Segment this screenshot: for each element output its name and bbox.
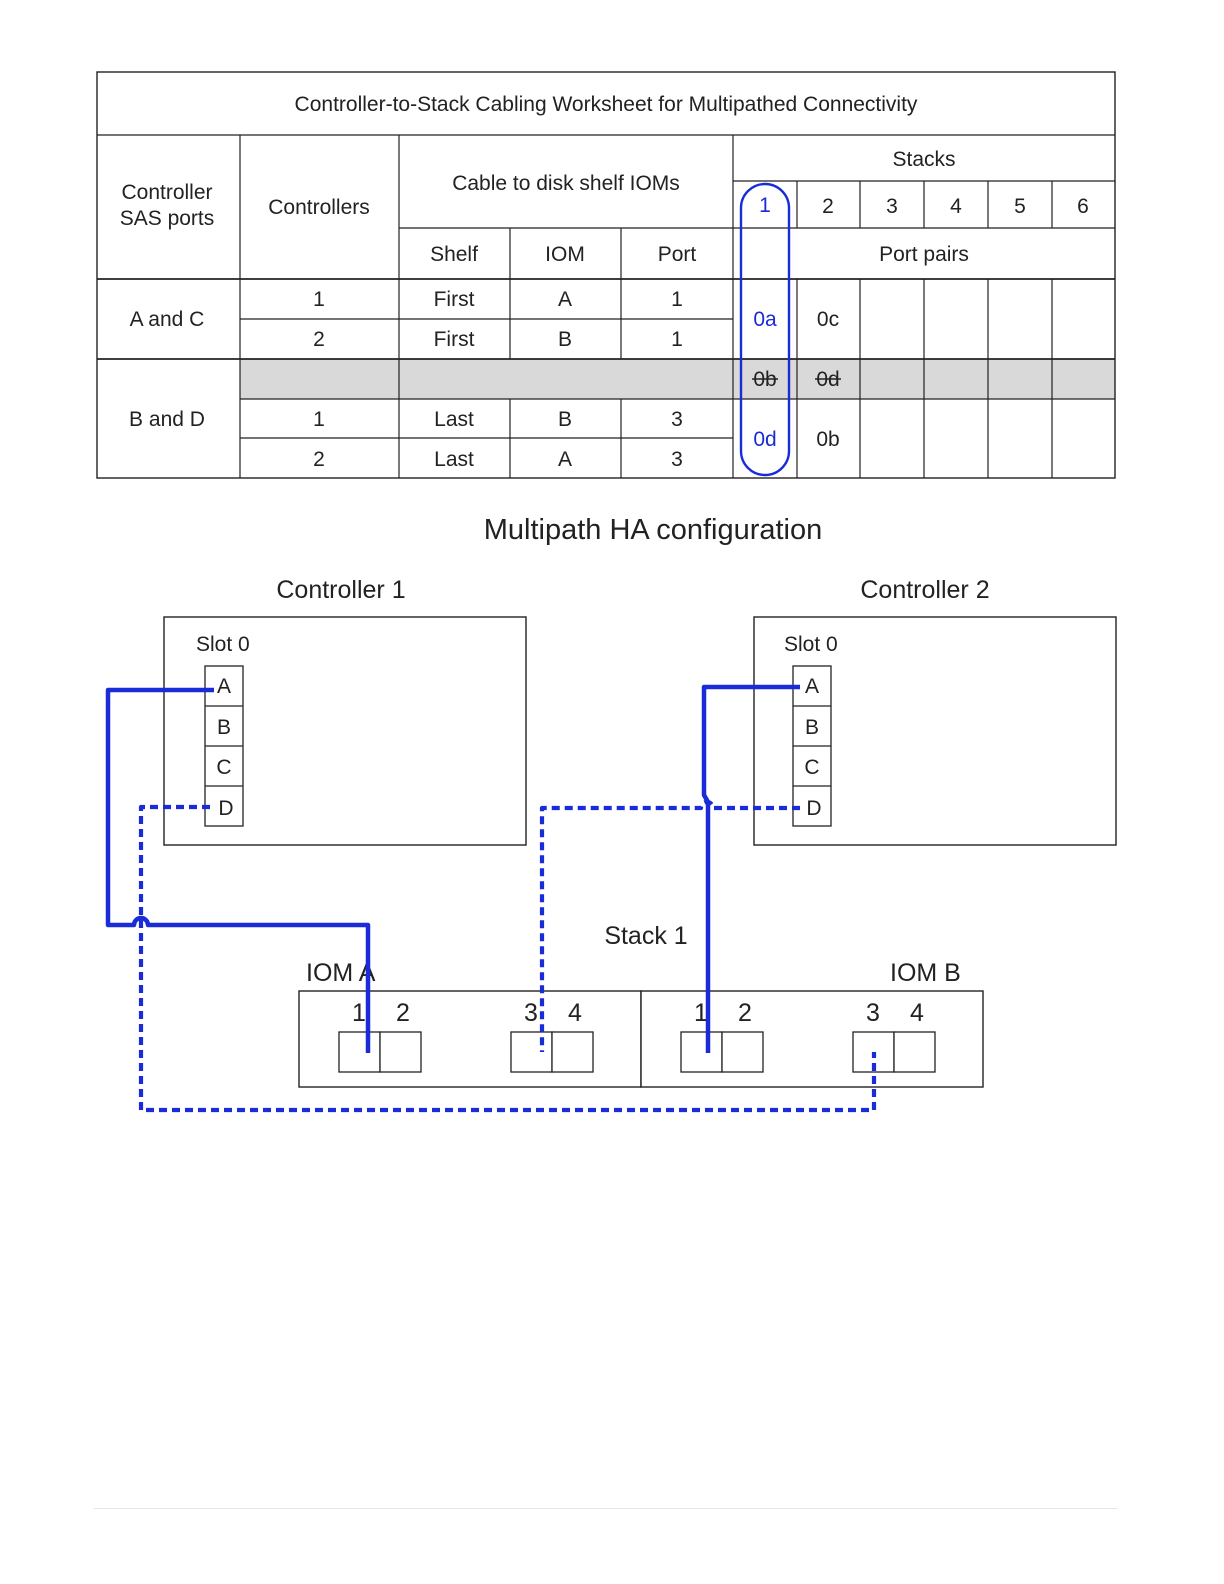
table-cell-iom: A [558,288,572,311]
sas-ports-header-line1: Controller [121,181,212,204]
port-pair-0c: 0c [817,308,839,331]
controller-2-port-d: D [806,797,821,820]
controller-2-port-a: A [805,675,819,698]
table-cell-iom: B [558,328,572,351]
table-cell-shelf: Last [434,408,474,431]
controller-1-box [163,616,527,846]
cable-ctrl2-d-to-ioma-3 [539,799,800,1052]
table-cell-port: 3 [671,448,683,471]
port-pair-0d: 0d [753,428,776,451]
cables [105,684,877,1113]
stack-number-3: 3 [886,195,898,218]
controller-1-port-c: C [216,756,231,779]
table-cell-iom: A [558,448,572,471]
controller-1-port-column [204,665,244,827]
iom-a-label: IOM A [306,959,376,987]
table-cell-shelf: First [434,288,475,311]
iom-a-port-1-label: 1 [352,999,366,1027]
controller-2-port-b: B [805,716,819,739]
shelf-header: Shelf [430,243,478,266]
cable-to-header: Cable to disk shelf IOMs [452,172,680,195]
controller-1-port-b: B [217,716,231,739]
port-pair-0a: 0a [753,308,777,331]
table-cell-port: 1 [671,328,683,351]
sas-ports-b-and-d: B and D [129,408,205,431]
table-cell-shelf: First [434,328,475,351]
iom-b-port-3-label: 3 [866,999,880,1027]
page-footer-rule [94,1508,1118,1509]
controller-2-port-c: C [804,756,819,779]
iom-header: IOM [545,243,585,266]
controller-2-label: Controller 2 [860,576,989,604]
table-cell-controller: 2 [313,448,325,471]
table-cell-controller: 1 [313,408,325,431]
iom-a-port-4-label: 4 [568,999,582,1027]
stack-label: Stack 1 [604,922,687,950]
controller-1-slot-label: Slot 0 [196,633,250,656]
stack-number-6: 6 [1077,195,1089,218]
table-cell-shelf: Last [434,448,474,471]
port-pairs-header: Port pairs [879,243,969,266]
iom-b-port-4-label: 4 [910,999,924,1027]
worksheet-frame [96,71,1116,479]
multipath-ha-diagram: Multipath HA configuration Controller 1 … [105,514,1117,1113]
controllers-header: Controllers [268,196,370,219]
stack-1-highlight [739,182,791,477]
sas-ports-header-line2: SAS ports [120,207,215,230]
worksheet-title: Controller-to-Stack Cabling Worksheet fo… [295,93,918,116]
stack-number-4: 4 [950,195,962,218]
controller-2-port-column [792,665,832,827]
stacks-header: Stacks [892,148,955,171]
diagram-title: Multipath HA configuration [484,514,823,546]
cabling-worksheet: Controller-to-Stack Cabling Worksheet fo… [96,71,1116,479]
controller-1-port-a: A [217,675,231,698]
port-header: Port [658,243,697,266]
stack-number-1: 1 [759,194,771,217]
iom-a-port-2-label: 2 [396,999,410,1027]
table-cell-controller: 2 [313,328,325,351]
port-pair-0b: 0b [816,428,839,451]
iom-a-port-3-label: 3 [524,999,538,1027]
shaded-separator-row [240,359,1115,399]
cable-ctrl1-a-to-ioma-1 [105,687,371,1053]
iom-b-label: IOM B [890,959,961,987]
controller-1-label: Controller 1 [276,576,405,604]
stack-number-2: 2 [822,195,834,218]
stack-number-5: 5 [1014,195,1026,218]
sas-ports-a-and-c: A and C [130,308,205,331]
iom-port-boxes [338,1031,936,1073]
table-grid [97,134,1115,478]
table-cell-iom: B [558,408,572,431]
controller-2-slot-label: Slot 0 [784,633,838,656]
controller-1-port-d: D [218,797,233,820]
table-cell-controller: 1 [313,288,325,311]
table-cell-port: 3 [671,408,683,431]
iom-b-port-2-label: 2 [738,999,752,1027]
cable-ctrl2-a-to-iomb-1 [701,684,800,1053]
iom-b-port-1-label: 1 [694,999,708,1027]
cable-ctrl1-d-to-iomb-3 [138,804,877,1113]
controller-2-box [753,616,1117,846]
table-cell-port: 1 [671,288,683,311]
